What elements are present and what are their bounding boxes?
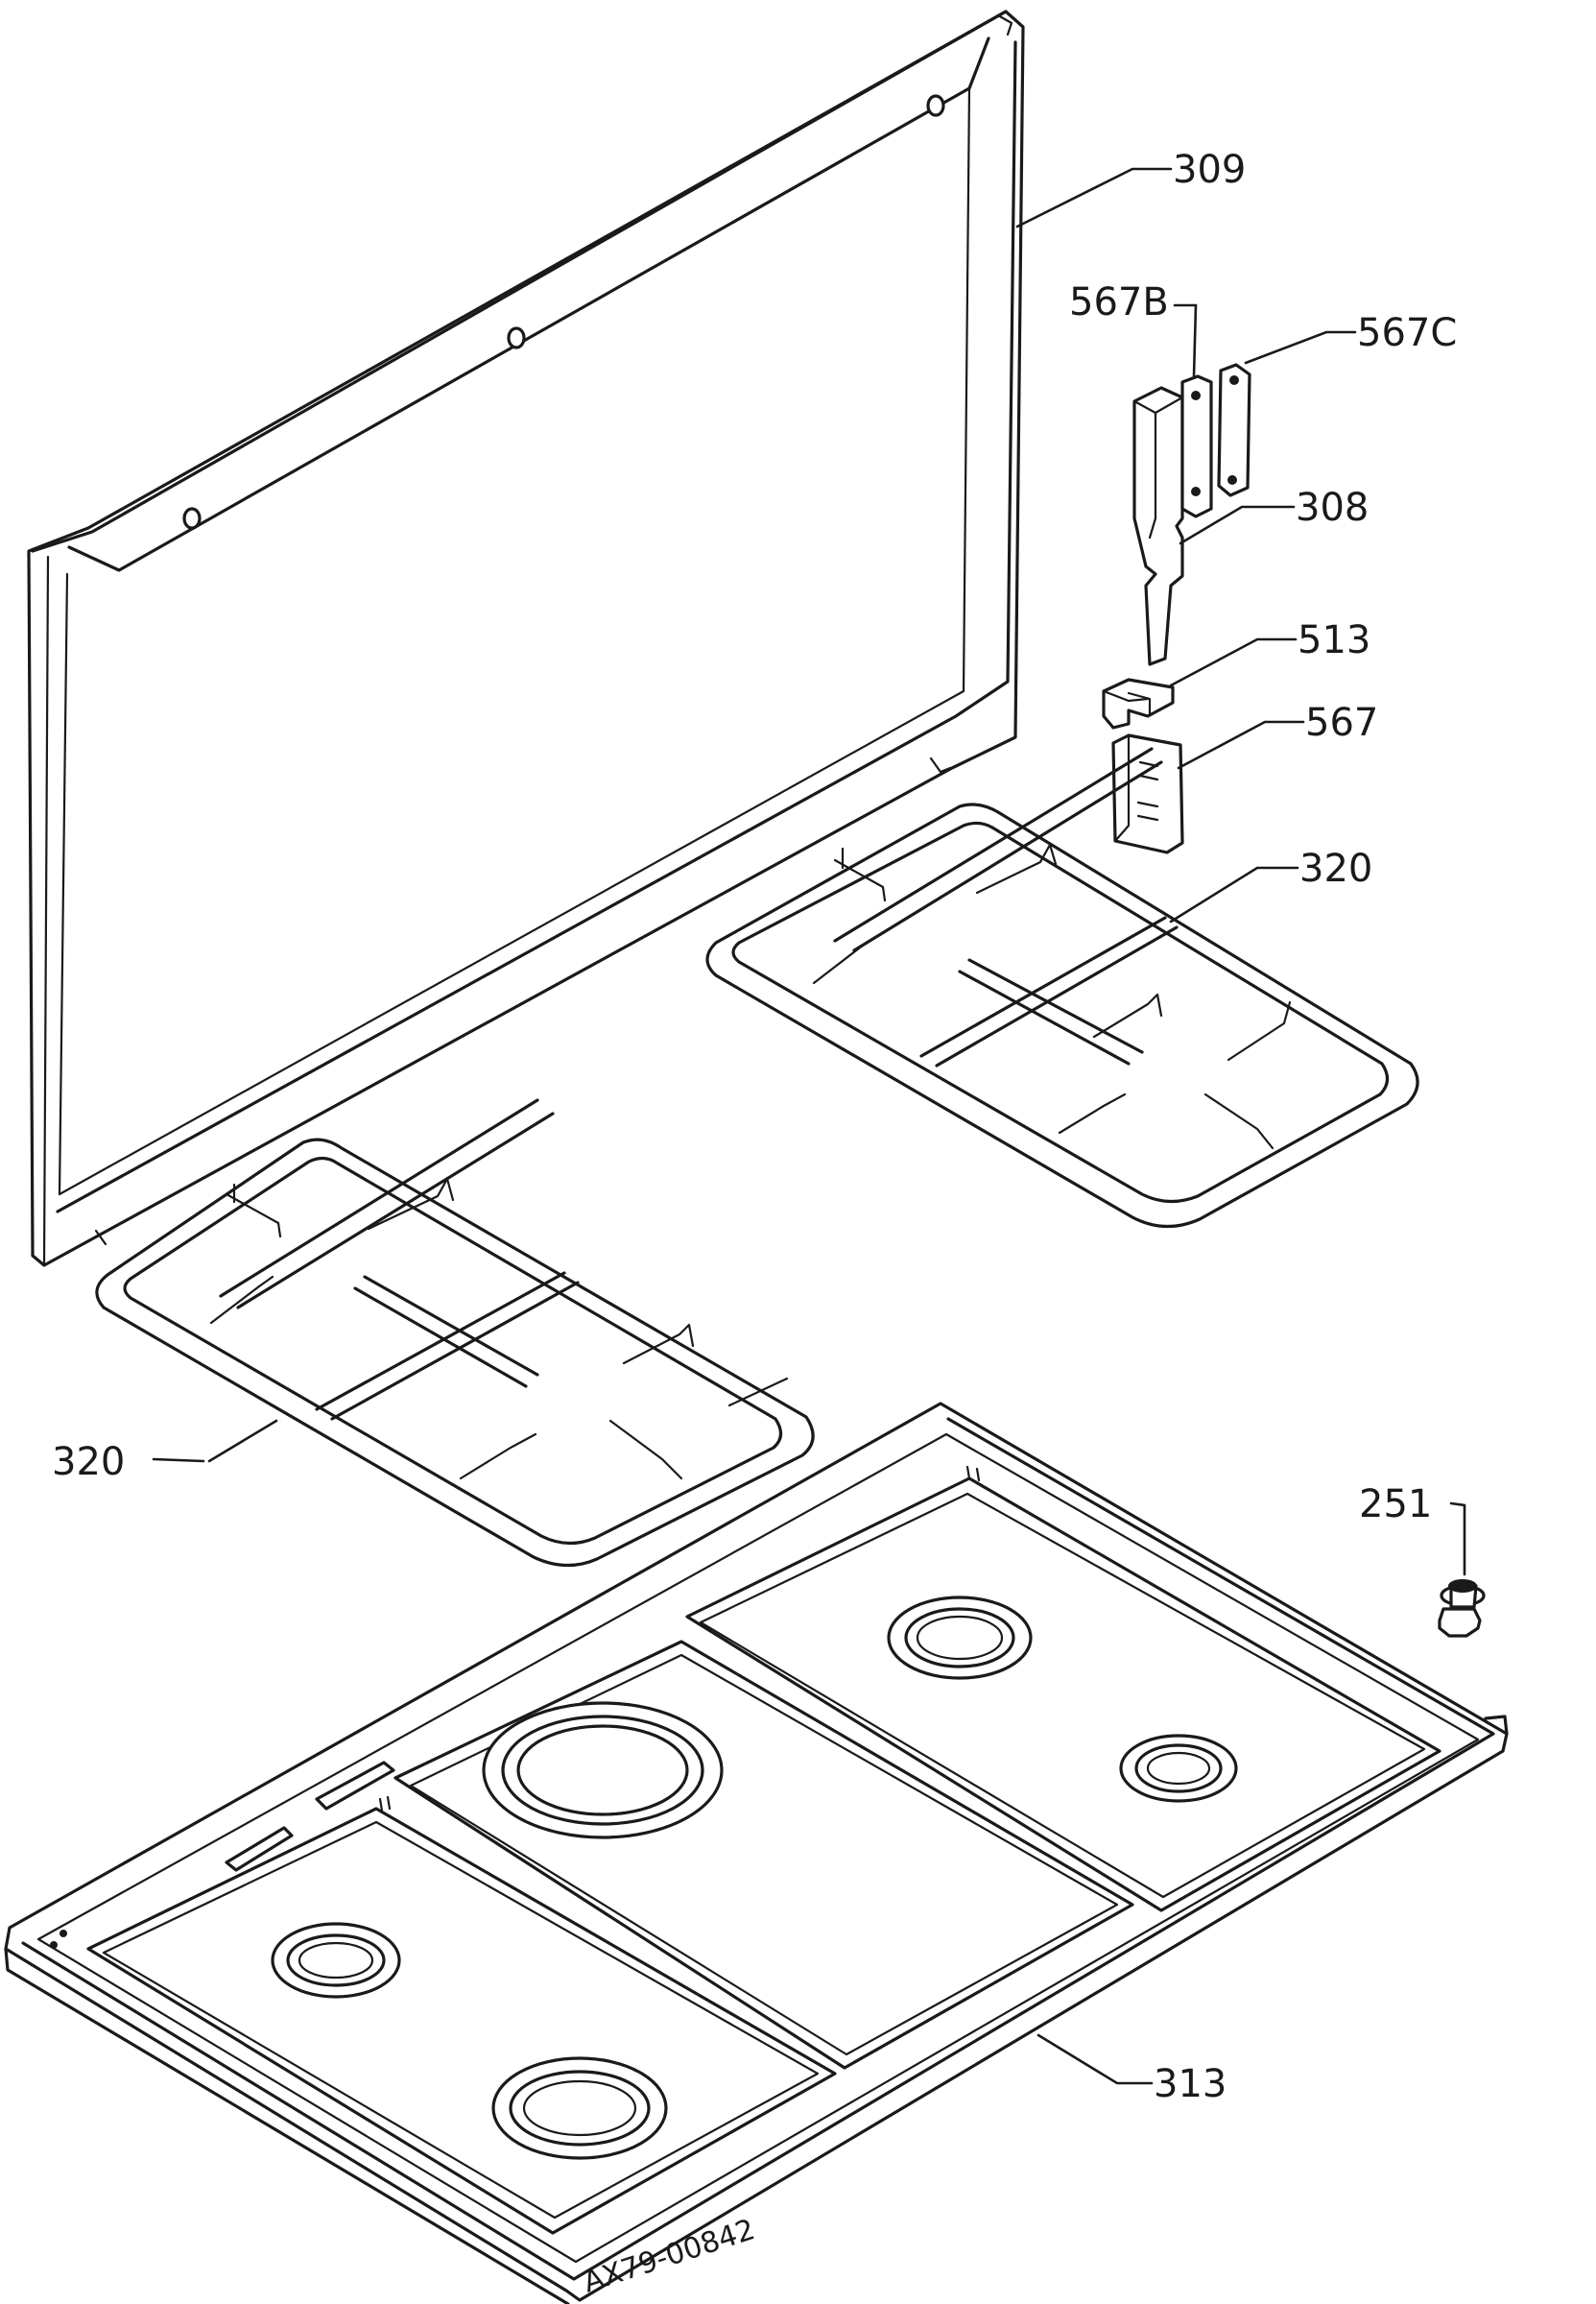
callout-513: 513	[1298, 618, 1370, 662]
part-313-hob-top	[4, 1402, 1509, 2304]
callout-309: 309	[1173, 148, 1246, 192]
part-251-foot	[1438, 1579, 1486, 1638]
part-567b-hinge-spacer	[1180, 374, 1213, 518]
part-308-hinge	[1132, 386, 1184, 666]
part-320-upper-pan-support	[705, 747, 1419, 1229]
part-567-plate	[1111, 733, 1184, 854]
callout-320-lower: 320	[52, 1440, 125, 1484]
callout-313: 313	[1154, 2062, 1227, 2106]
callout-308: 308	[1296, 486, 1369, 530]
callout-320-upper: 320	[1299, 847, 1372, 891]
part-309-back-panel	[27, 10, 1025, 1267]
part-320-lower-pan-support	[95, 1098, 815, 1568]
callout-567: 567	[1305, 701, 1378, 745]
leader-lines	[152, 167, 1466, 2085]
callout-567c: 567C	[1357, 311, 1457, 355]
callout-labels: 309 567B 567C 308 513 567 320 320 251 31…	[52, 148, 1457, 2106]
part-567c-hinge-plate	[1217, 363, 1251, 497]
callout-251: 251	[1359, 1482, 1432, 1526]
part-513-clip	[1102, 678, 1175, 730]
callout-567b: 567B	[1069, 280, 1169, 324]
